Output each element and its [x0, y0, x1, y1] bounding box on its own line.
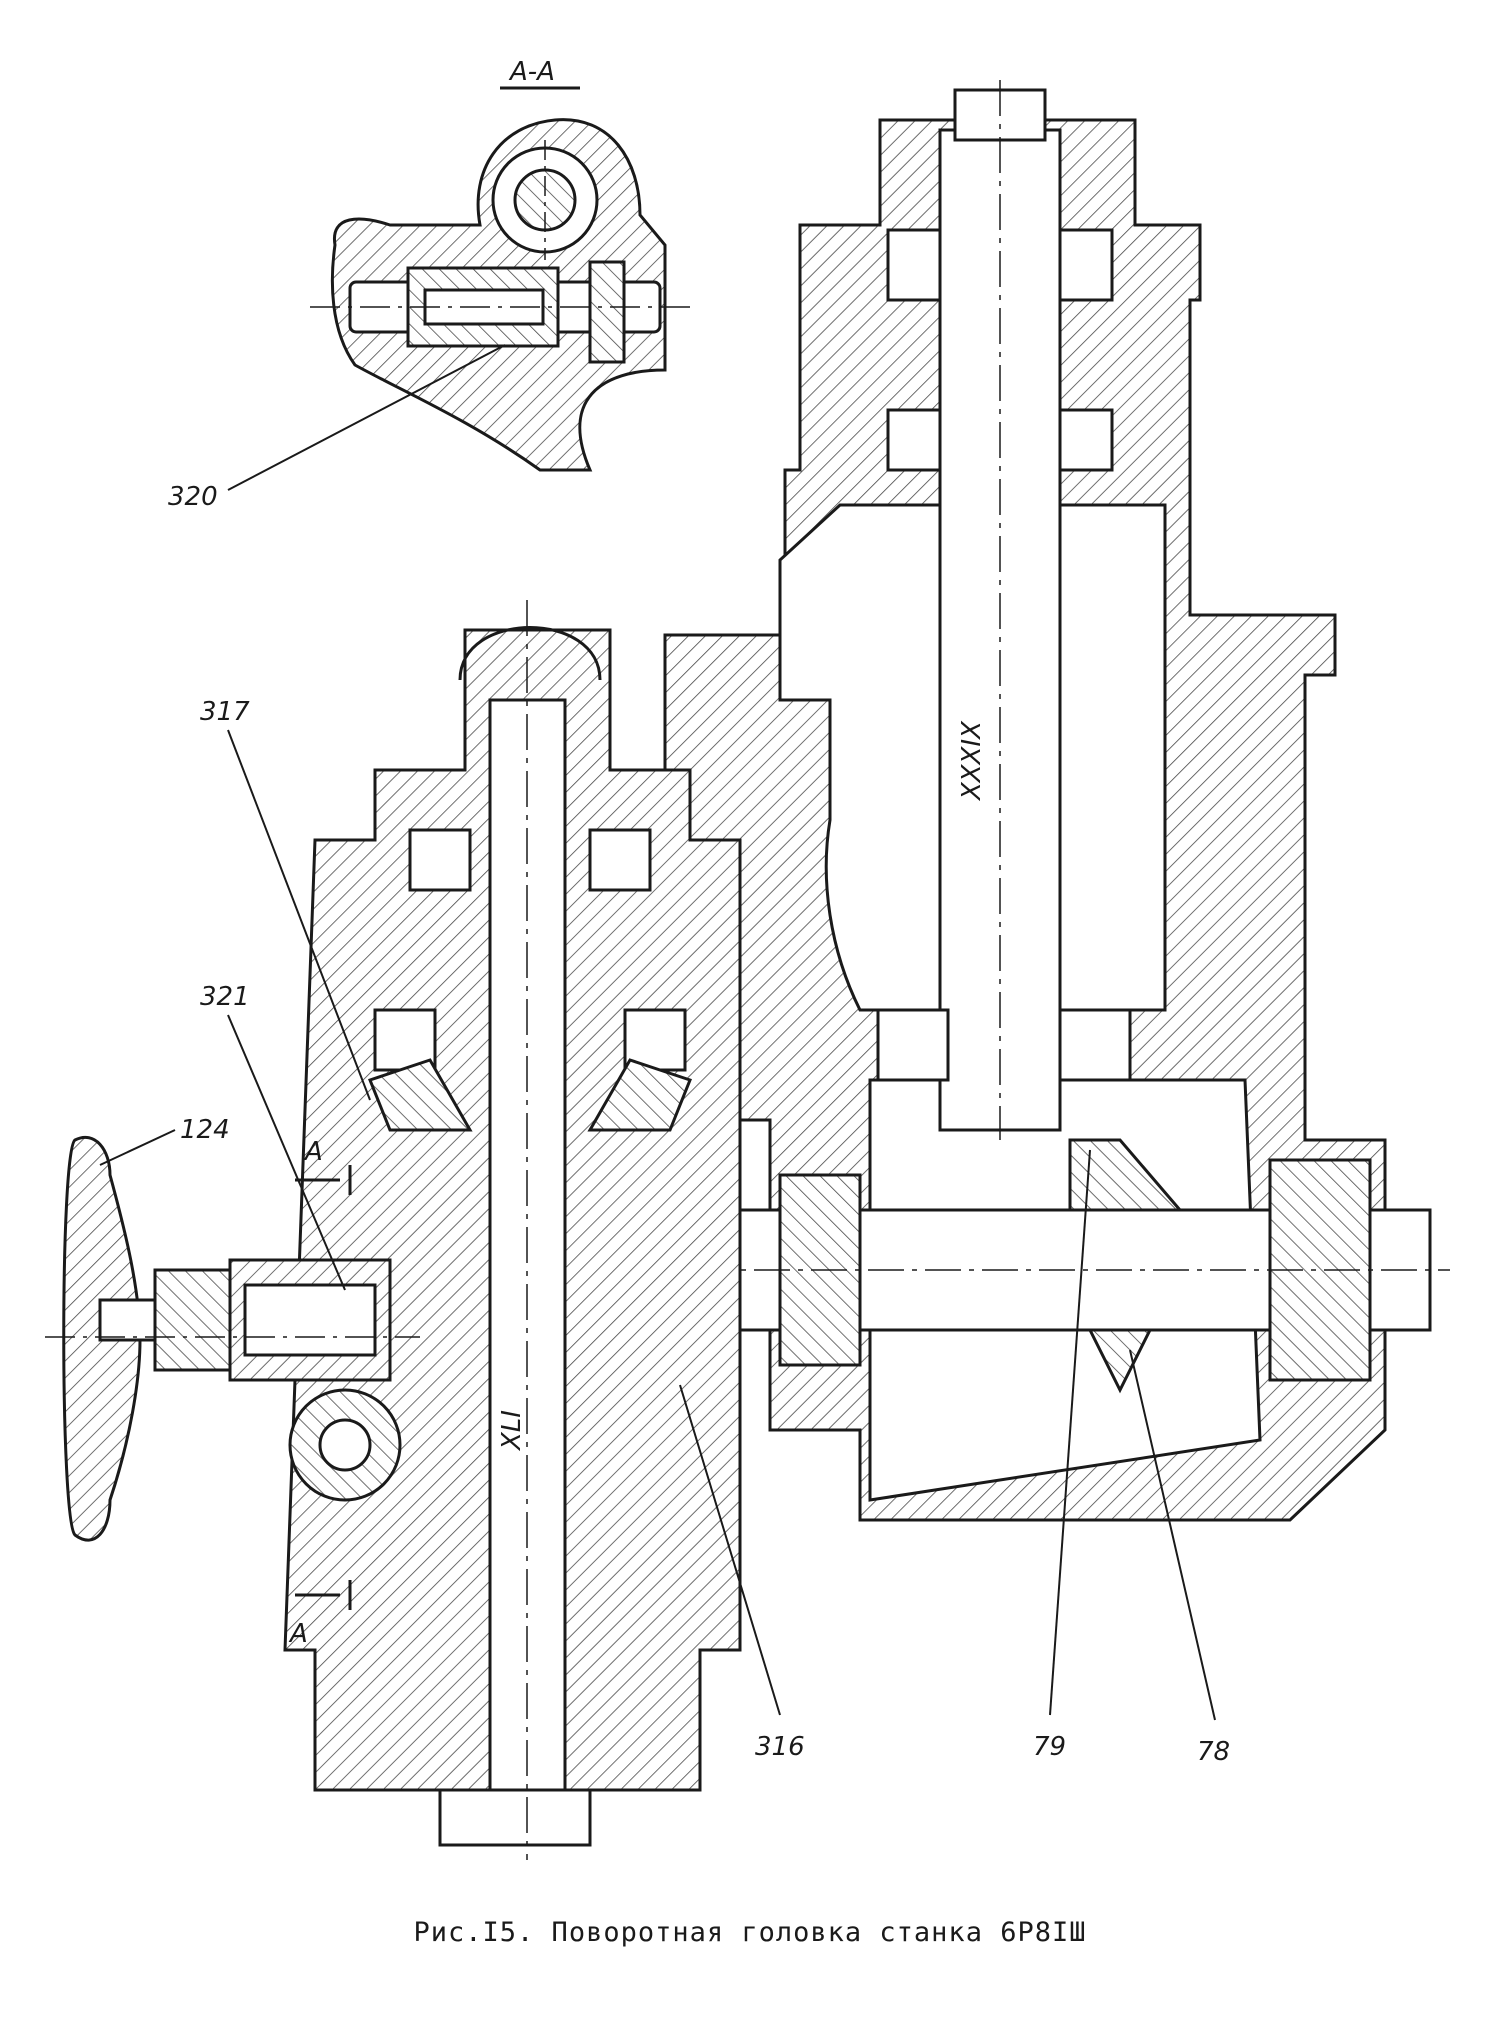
callout-320: 320: [168, 482, 218, 512]
shaft-label-xxxix: XXXIX: [957, 720, 987, 802]
callout-317: 317: [200, 697, 250, 727]
leader-78: [1129, 1349, 1216, 1721]
section-marker-upper: А: [303, 1137, 323, 1167]
upper-spindle-housing: [663, 80, 1387, 1522]
callout-316: 316: [755, 1732, 805, 1762]
leader-316: [679, 1384, 781, 1716]
leader-lines: [99, 344, 1216, 1721]
section-a-a-view: [310, 118, 690, 472]
leader-124: [99, 1129, 176, 1166]
horizontal-shaft-assembly: [640, 1138, 1450, 1394]
callout-78: 78: [1197, 1737, 1230, 1767]
left-spindle-assembly: [283, 600, 742, 1860]
section-marker-lower: А: [288, 1619, 308, 1649]
leader-320: [227, 344, 506, 491]
section-title: А-А: [508, 57, 555, 87]
leader-79: [1049, 1149, 1091, 1716]
section-marks: [295, 86, 580, 1610]
shaft-label-xli: XLI: [497, 1410, 527, 1452]
callout-124: 124: [180, 1115, 230, 1145]
leader-321: [227, 1014, 346, 1291]
leader-317: [227, 729, 371, 1101]
figure-caption: Рис.I5. Поворотная головка станка 6Р8IШ: [413, 1917, 1087, 1948]
callout-321: 321: [200, 982, 250, 1012]
callout-79: 79: [1033, 1732, 1066, 1762]
handwheel-assembly: [45, 1136, 420, 1542]
